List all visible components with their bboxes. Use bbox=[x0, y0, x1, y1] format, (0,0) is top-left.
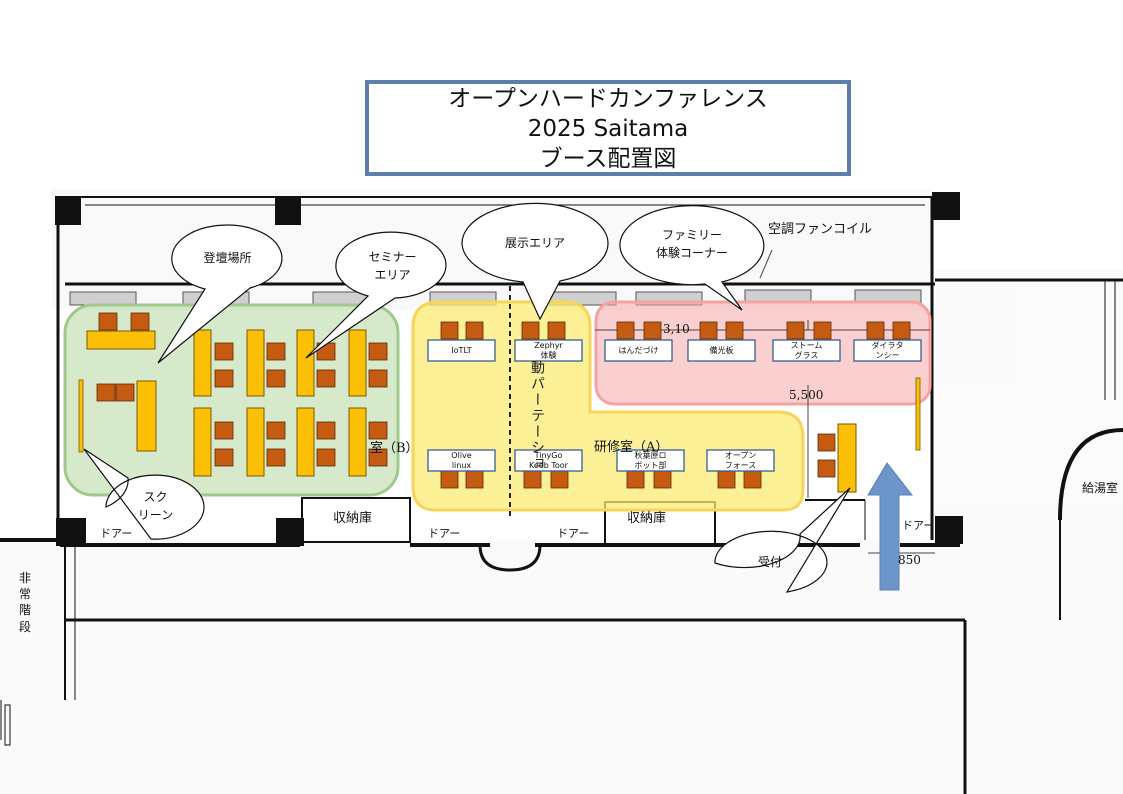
callout-reception: 受付 bbox=[757, 555, 782, 569]
door-label-1: ドアー bbox=[100, 527, 133, 540]
emergency-stairs-label: 非常階段 bbox=[18, 571, 31, 634]
booth-olive: Olive linux bbox=[451, 450, 472, 470]
room-a-label: 研修室（A） bbox=[594, 440, 669, 455]
tables bbox=[86, 329, 857, 493]
chairs bbox=[96, 312, 911, 489]
booth-iotlt: IoTLT bbox=[451, 345, 472, 355]
door-label-4: ドアー bbox=[902, 519, 935, 532]
room-b-label: 室（B） bbox=[370, 441, 419, 456]
callout-exhibit: 展示エリア bbox=[504, 236, 565, 250]
booth-akiba-robot: 秋葉原ロ ボット部 bbox=[634, 450, 667, 470]
aircon-label: 空調ファンコイル bbox=[768, 222, 873, 237]
door-label-3: ドアー bbox=[557, 527, 590, 540]
storage-right-label: 収納庫 bbox=[627, 511, 667, 526]
family-zone bbox=[594, 300, 932, 406]
title-line-3: ブース配置図 bbox=[539, 146, 677, 172]
title-line-2: 2025 Saitama bbox=[527, 116, 689, 142]
building-background bbox=[0, 190, 1123, 794]
callout-screen: スク リーン bbox=[137, 490, 174, 522]
booth-bikoban: 備光板 bbox=[709, 345, 734, 355]
callout-seminar: セミナー エリア bbox=[368, 250, 417, 282]
title-box: オープンハードカンファレンス 2025 Saitama ブース配置図 bbox=[365, 80, 851, 176]
entrance-arrow-icon bbox=[867, 462, 914, 591]
callout-bubbles bbox=[83, 202, 851, 593]
kitchenette-label: 給湯室 bbox=[1082, 481, 1119, 495]
booth-cards bbox=[427, 339, 922, 472]
dimension-310-label: 3,10 bbox=[663, 322, 690, 336]
booth-stormglass: ストーム グラス bbox=[790, 340, 823, 360]
screen-left bbox=[78, 379, 84, 453]
dimension-5500-label: 5,500 bbox=[789, 388, 824, 402]
callout-family: ファミリー 体験コーナー bbox=[655, 228, 728, 260]
booth-tinygo: TinyGo Keeb Toor bbox=[529, 450, 568, 470]
door-label-2: ドアー bbox=[428, 527, 461, 540]
partition-label: 動パーテーショ bbox=[529, 360, 545, 472]
title-line-1: オープンハードカンファレンス bbox=[448, 86, 768, 112]
dimension-850-label: 850 bbox=[898, 553, 921, 567]
columns bbox=[55, 192, 963, 546]
screen-right bbox=[915, 377, 921, 451]
booth-zephyr: Zephyr 体験 bbox=[534, 340, 563, 360]
booth-openforce: オープン フォース bbox=[724, 450, 757, 470]
storage-left-label: 収納庫 bbox=[333, 511, 373, 526]
booth-handazuke: はんだづけ bbox=[618, 345, 659, 355]
booth-dilatancy: ダイラタ ンシー bbox=[871, 340, 904, 360]
callout-stage: 登壇場所 bbox=[203, 251, 252, 265]
